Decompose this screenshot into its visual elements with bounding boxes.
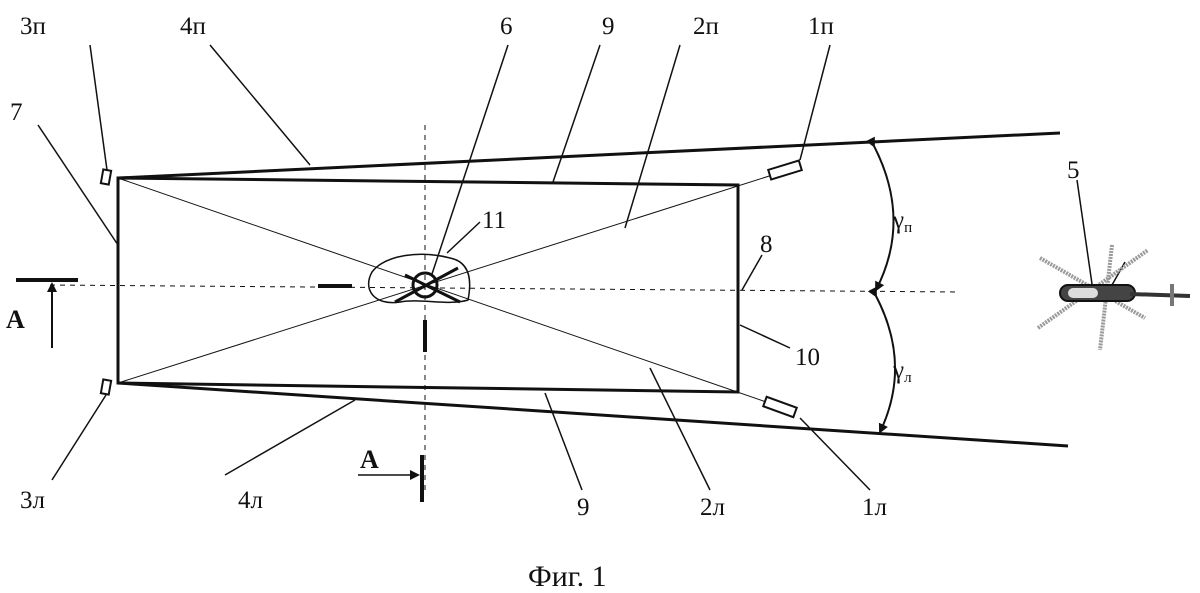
label-3p: 3п (20, 13, 46, 40)
label-7: 7 (10, 99, 23, 126)
sensor-1l (761, 395, 799, 419)
label-1l: 1л (862, 494, 887, 521)
angle-arc-gamma-l (867, 286, 897, 434)
label-8: 8 (760, 231, 773, 258)
label-4l: 4л (238, 487, 263, 514)
label-9-bottom: 9 (577, 494, 590, 521)
label-2p: 2п (693, 13, 719, 40)
diagonal-beam-2l (117, 177, 773, 405)
boundary-line-right (117, 131, 1061, 180)
label-11: 11 (482, 207, 506, 234)
helicopter-icon (1036, 244, 1191, 351)
label-10: 10 (795, 344, 820, 371)
label-5: 5 (1067, 157, 1080, 184)
label-gamma-l: γл (892, 357, 912, 386)
boundary-line-left (117, 381, 1069, 448)
section-label-left: A (6, 305, 25, 334)
label-2l: 2л (700, 494, 725, 521)
diagonal-beam-2p (117, 170, 786, 384)
label-3l: 3л (20, 487, 45, 514)
touchdown-zone-outline (367, 253, 471, 304)
leader-lines (37, 44, 1126, 491)
label-1p: 1п (808, 13, 834, 40)
sensor-3p (99, 168, 113, 186)
sensor-3l (99, 378, 113, 396)
cross-mark-a (404, 273, 461, 304)
touchdown-circle (411, 271, 439, 299)
label-6: 6 (500, 13, 513, 40)
sensor-1p (766, 159, 804, 181)
center-axis-horizontal (49, 284, 961, 293)
label-gamma-p: γп (892, 207, 912, 236)
figure-caption: Фиг. 1 (528, 560, 607, 593)
angle-arc-gamma-p (865, 136, 895, 292)
cross-mark-b (394, 266, 459, 304)
label-9-top: 9 (602, 13, 615, 40)
section-label-bottom: A (360, 445, 379, 474)
label-4p: 4п (180, 13, 206, 40)
